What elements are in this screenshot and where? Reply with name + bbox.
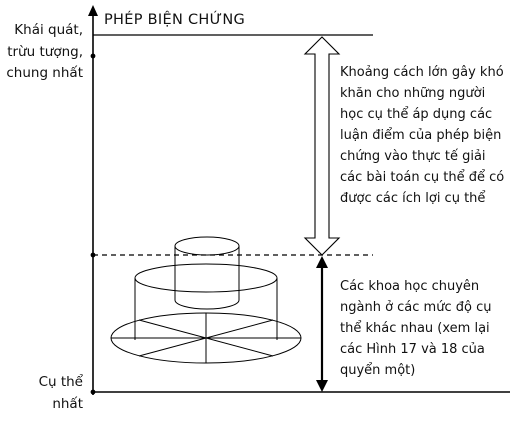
- top-label-line: chung nhất: [6, 65, 83, 81]
- bottom-level-label: Cụ thể nhất: [39, 372, 83, 415]
- sciences-text-line: Các khoa học chuyên: [340, 279, 480, 294]
- sciences-text-line: quyển một): [340, 363, 416, 378]
- gap-text-line: luận điểm của phép biện: [340, 128, 502, 143]
- gap-text-line: khăn cho những người: [340, 86, 486, 101]
- sciences-arrowhead-bottom: [316, 380, 328, 392]
- gap-text-line: chứng vào thực tế giải: [340, 149, 486, 164]
- bottom-label-line: Cụ thể: [38, 374, 83, 390]
- gap-description: Khoảng cách lớn gây khó khăn cho những n…: [340, 62, 504, 209]
- gap-text-line: các bài toán cụ thể để có: [340, 170, 505, 185]
- gap-text-line: được các ích lợi cụ thể: [340, 191, 486, 206]
- gap-double-arrow: [303, 36, 341, 256]
- top-label-line: Khái quát,: [14, 22, 83, 38]
- top-dot: [90, 53, 96, 59]
- top-label-line: trừu tượng,: [7, 43, 83, 60]
- bottom-label-line: nhất: [52, 395, 83, 412]
- dialectics-title: PHÉP BIỆN CHỨNG: [104, 12, 246, 28]
- bottom-dot: [90, 389, 96, 395]
- sciences-levels-illustration: [110, 236, 302, 364]
- sciences-text-line: thể khác nhau (xem lại: [340, 321, 490, 336]
- sciences-description: Các khoa học chuyên ngành ở các mức độ c…: [340, 276, 491, 381]
- sciences-text-line: ngành ở các mức độ cụ: [340, 300, 492, 315]
- sciences-arrowhead-top: [316, 256, 328, 268]
- middle-dot: [90, 252, 96, 258]
- sciences-text-line: các Hình 17 và 18 của: [340, 342, 485, 357]
- gap-text-line: học cụ thể áp dụng các: [340, 107, 493, 122]
- top-level-label: Khái quát, trừu tượng, chung nhất: [6, 20, 83, 85]
- axis-arrowhead: [88, 5, 98, 16]
- gap-text-line: Khoảng cách lớn gây khó: [340, 65, 504, 80]
